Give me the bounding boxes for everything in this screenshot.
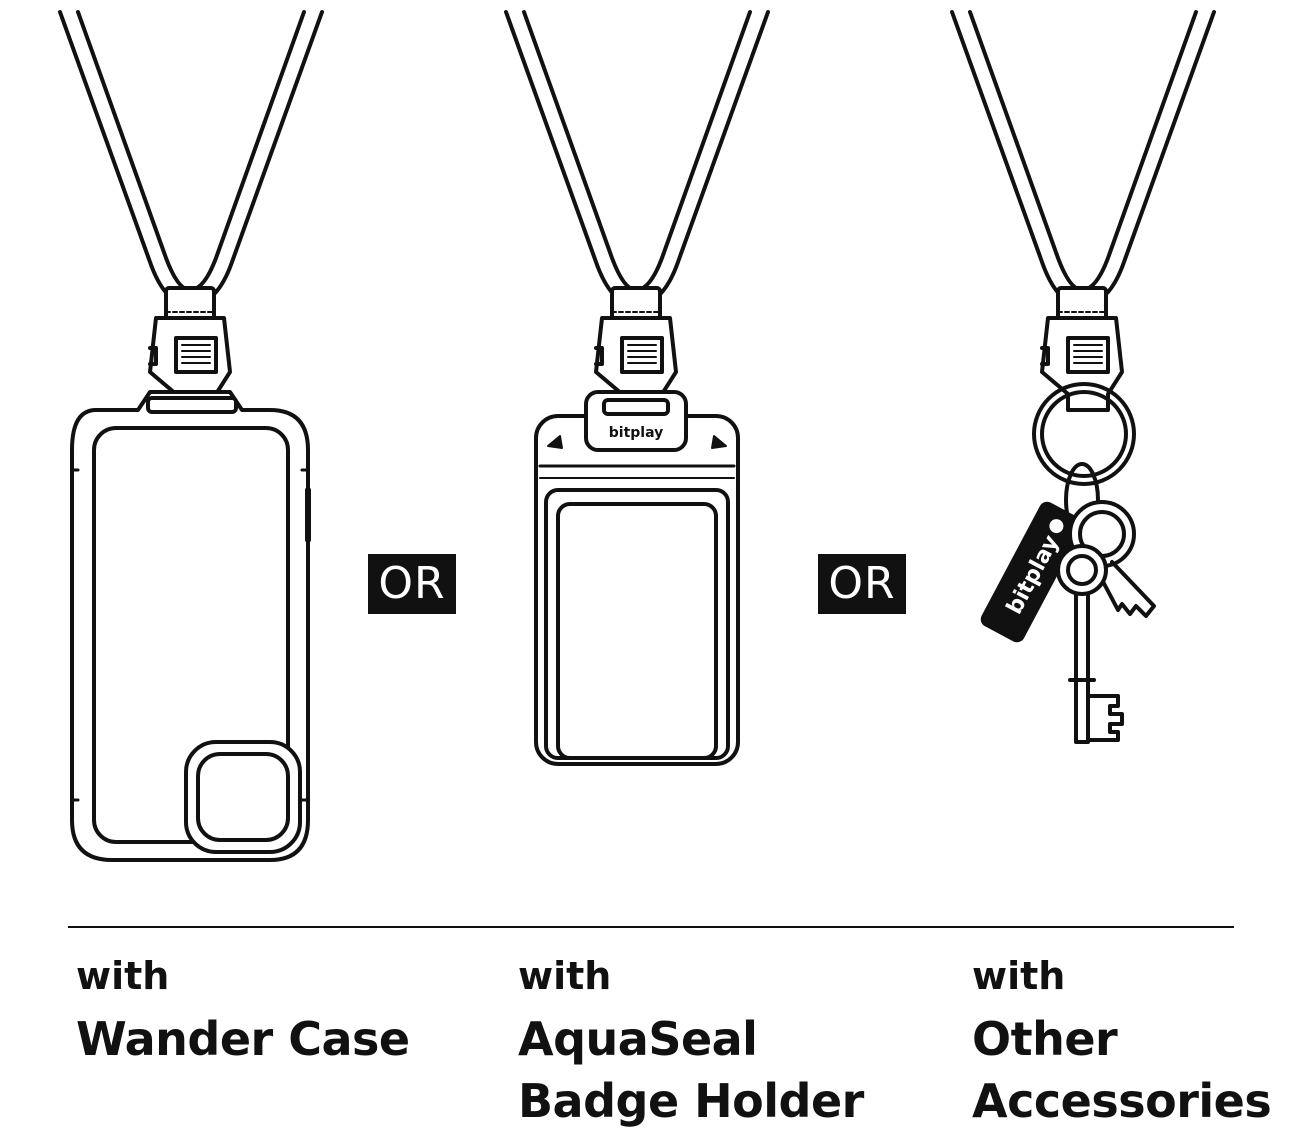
caption-with-label: with: [76, 954, 170, 998]
holder-brand-label: bitplay: [609, 425, 663, 441]
accessories-group: bitplay: [950, 10, 1216, 744]
badge-holder-group: bitplay: [504, 10, 770, 766]
lanyard-icon: [58, 10, 324, 412]
caption-with-label: with: [518, 954, 612, 998]
caption-title-line: Wander Case: [76, 1012, 410, 1066]
key-tag-icon: bitplay: [980, 501, 1084, 643]
badge-holder-icon: bitplay: [534, 390, 740, 766]
caption-title-line: Accessories: [972, 1074, 1272, 1128]
caption-with-label: with: [972, 954, 1066, 998]
caption-title-line: AquaSeal: [518, 1012, 758, 1066]
wander-case-group: [58, 10, 324, 862]
caption-title-line: Other: [972, 1012, 1118, 1066]
keys-icon: [1056, 500, 1156, 744]
caption-aquaseal-badge-holder: with AquaSeal Badge Holder: [518, 952, 864, 1132]
caption-title-line: Badge Holder: [518, 1074, 864, 1128]
or-separator-badge: OR: [368, 554, 456, 614]
lanyard-illustrations: bitplay: [58, 10, 1216, 862]
caption-wander-case: with Wander Case: [76, 952, 410, 1070]
phone-case-icon: [70, 390, 311, 862]
section-divider: [68, 926, 1234, 928]
lanyard-icon: [950, 10, 1216, 412]
caption-other-accessories: with Other Accessories: [972, 952, 1272, 1132]
lanyard-icon: [504, 10, 770, 412]
or-separator-badge: OR: [818, 554, 906, 614]
